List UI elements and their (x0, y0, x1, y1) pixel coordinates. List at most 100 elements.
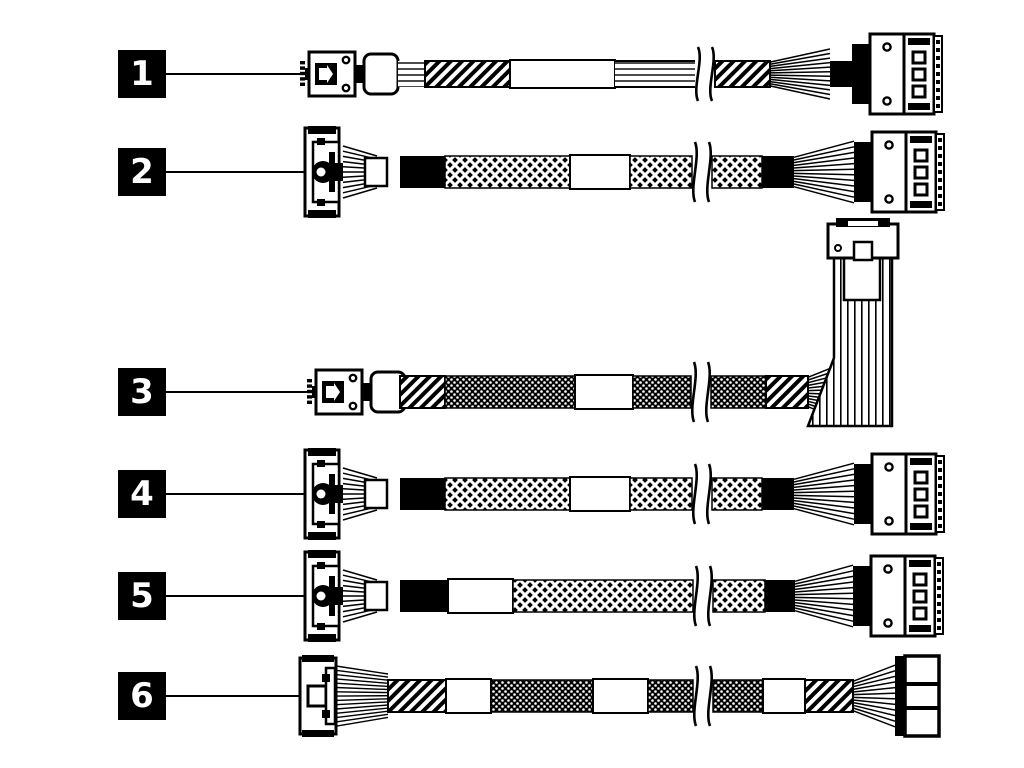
connector-screw (883, 564, 893, 574)
connector-ear-bottom (308, 634, 336, 642)
break-symbol-curve (695, 46, 701, 102)
connector-ear-top (302, 655, 334, 662)
cable-label-sleeve (762, 678, 806, 714)
connector-clip-bottom (317, 521, 325, 528)
connector-rib (324, 666, 337, 726)
cable-sheath-black (765, 580, 795, 612)
cable-sheath-hatch (399, 375, 446, 409)
connector-ferrule (853, 566, 871, 626)
cable-wire-fan (793, 162, 855, 169)
cable-wire-fan (793, 151, 855, 164)
connector-shell-notch (937, 570, 941, 574)
connector-rib (329, 474, 335, 514)
cable-sheath-dotmesh (490, 679, 594, 713)
cable-wire-fan (793, 479, 855, 489)
connector-screw (884, 194, 894, 204)
connector-collar (355, 65, 364, 83)
connector-header-top (910, 136, 932, 143)
callout-number-5: 5 (118, 572, 166, 620)
cable-wire-fan (793, 507, 855, 526)
connector-screw (884, 140, 894, 150)
cable-wire-fan (793, 497, 855, 504)
cable-assembly-row (166, 126, 945, 218)
cable-wire-fan (852, 709, 896, 728)
cable-wire-fan (852, 675, 896, 688)
cable-wire-fan (794, 564, 854, 583)
cable-sheath-mesh (629, 155, 693, 189)
cable-wire-fan (769, 61, 831, 70)
connector-ferrule (854, 464, 872, 524)
cable-wire-fan (769, 52, 831, 65)
cable-wire-fan (794, 599, 854, 606)
connector-pin-slot (913, 504, 929, 519)
break-symbol-curve (705, 463, 713, 525)
connector-latch-arrow (326, 383, 340, 401)
break-symbol-curve (691, 141, 699, 203)
connector-shell-notch (936, 88, 940, 92)
connector-screw (348, 373, 358, 383)
connector-wire (342, 509, 378, 521)
cable-sheath-mesh (512, 579, 694, 613)
cable-label-sleeve (569, 154, 631, 190)
cable-wire-fan (794, 570, 854, 585)
connector-wire (335, 686, 389, 691)
cable-wire-fan (852, 699, 896, 706)
connector-shell-notch (938, 524, 942, 528)
cable-wire-fan (769, 57, 831, 68)
connector-shell-notch (936, 96, 940, 100)
callout-number-4: 4 (118, 470, 166, 518)
connector-shell-notch (936, 80, 940, 84)
callout-number-3: 3 (118, 368, 166, 416)
connector-pin-slot (911, 84, 927, 99)
connector-shell-notch (937, 594, 941, 598)
connector-wire (335, 678, 389, 684)
connector-shell-notch (937, 626, 941, 630)
connector-shell-notch (937, 602, 941, 606)
cable-wire-fan (793, 140, 855, 159)
connector-wire (335, 682, 389, 688)
connector-pin-slot (912, 589, 928, 604)
connector-shell-notch (938, 146, 942, 150)
connector-contact (307, 395, 312, 399)
cable-wire-fan (793, 185, 855, 204)
cable-wire-fan (769, 78, 831, 87)
cable-wire-fan (852, 664, 896, 683)
cable-sheath-mesh (444, 477, 571, 511)
connector-shell-notch (938, 508, 942, 512)
cable-wire-fan (852, 686, 896, 693)
connector-wire (335, 691, 389, 694)
cable-label-sleeve (574, 374, 634, 410)
connector-latch-arrow (319, 65, 333, 83)
connector-shell-notch (937, 578, 941, 582)
cable-sheath-mesh (444, 155, 571, 189)
cable-sheath-hatch (714, 60, 771, 88)
connector-clip-top (317, 562, 325, 569)
connector-clip-bottom (317, 199, 325, 206)
connector-shell-notch (936, 40, 940, 44)
connector-screw (882, 42, 892, 52)
connector-header-top (910, 458, 932, 465)
connector-header-bottom (910, 201, 932, 208)
callout-number-1: 1 (118, 50, 166, 98)
cable-label-sleeve (592, 678, 649, 714)
break-symbol-curve (705, 141, 713, 203)
cable-wires (615, 61, 695, 87)
cable-label-sleeve (445, 678, 492, 714)
connector-shell-notch (936, 104, 940, 108)
cable-wire-fan (793, 505, 855, 520)
connector-shell-notch (938, 492, 942, 496)
connector-spine (895, 656, 905, 736)
cable-wire-fan (794, 575, 854, 588)
connector-latch-hole (316, 489, 326, 499)
cable-sheath-hatch (804, 679, 854, 713)
cable-sheath-hatch (424, 60, 511, 88)
cable-wire-fan (793, 494, 855, 498)
cable-wire-fan (769, 76, 831, 82)
connector-contact (300, 71, 305, 76)
connector-shell-notch (938, 154, 942, 158)
cable-wire-fan (769, 70, 831, 74)
cable-wire-fan (852, 707, 896, 722)
connector-wire (335, 707, 389, 714)
cable-sheath-black (762, 156, 794, 188)
connector-latch-hole (316, 167, 326, 177)
